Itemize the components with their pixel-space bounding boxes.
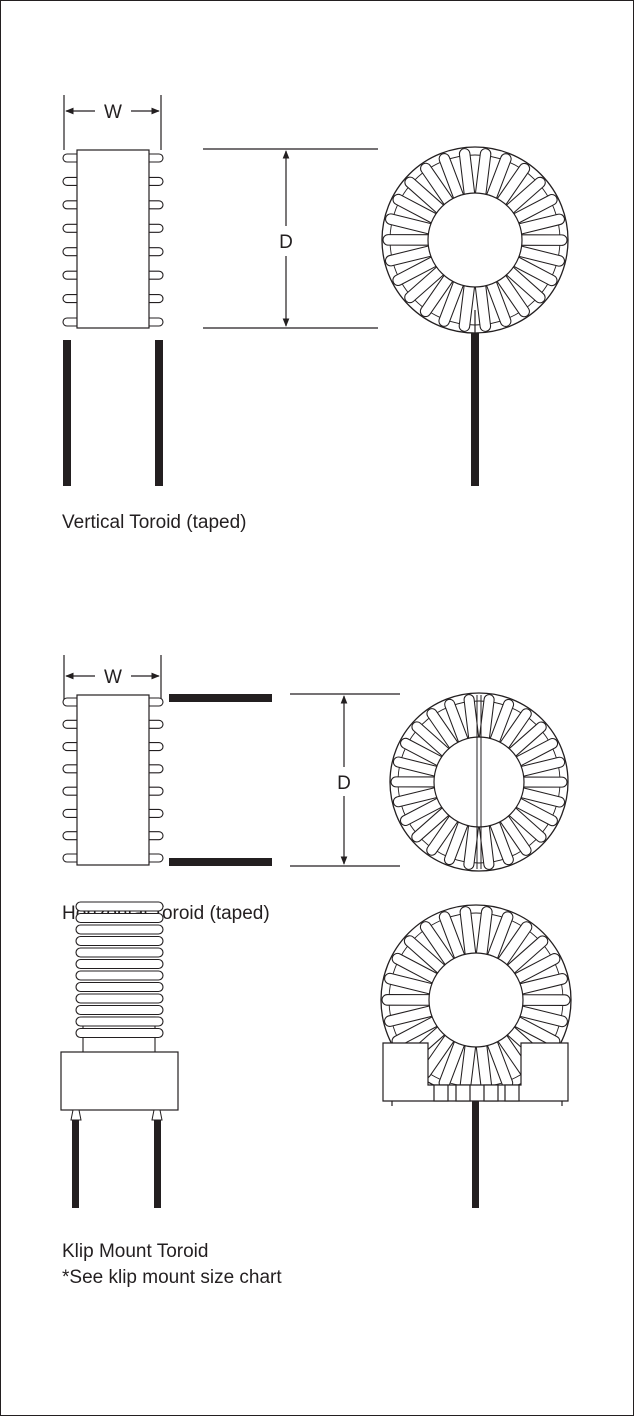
- toroid-front-view: [389, 692, 569, 872]
- lead-left: [72, 1120, 79, 1208]
- lead-bottom: [169, 858, 272, 866]
- lead-top: [169, 694, 272, 702]
- core-inner-edge: [428, 952, 524, 1048]
- winding-turn: [75, 901, 164, 912]
- winding-turn: [75, 1016, 164, 1027]
- width-dimension: [63, 95, 162, 150]
- diameter-dimension: [203, 148, 378, 329]
- caption-line-2: *See klip mount size chart: [62, 1267, 282, 1288]
- winding-turn: [382, 234, 434, 246]
- lead-right: [154, 1120, 161, 1208]
- lead-front: [472, 1101, 479, 1208]
- klip-base-front: [382, 1042, 569, 1106]
- diameter-dimension: [290, 693, 400, 867]
- toroid-front-view: [381, 146, 569, 334]
- klip-base-side: [60, 1051, 179, 1111]
- winding-turn: [75, 912, 164, 924]
- lead-left: [63, 340, 71, 486]
- winding-turn: [75, 1027, 164, 1039]
- winding-turn: [517, 994, 571, 1006]
- diameter-label: D: [279, 232, 293, 253]
- winding-turn: [75, 924, 164, 935]
- winding-turn: [75, 947, 164, 958]
- winding-turn: [75, 993, 164, 1004]
- core-side-view: [76, 694, 150, 866]
- horizontal-toroid: W D Horizontal Toroid (taped): [62, 655, 569, 924]
- winding-turn: [518, 776, 568, 788]
- side-view-windings: [75, 901, 164, 1054]
- width-label: W: [104, 667, 122, 688]
- winding-turn: [516, 234, 568, 246]
- diameter-label: D: [337, 773, 351, 794]
- lead-right: [155, 340, 163, 486]
- winding-turn: [75, 981, 164, 993]
- winding-turn: [75, 935, 164, 947]
- core-side-view: [76, 149, 150, 329]
- core-inner-edge: [427, 192, 523, 288]
- winding-turn: [390, 776, 440, 788]
- caption: Vertical Toroid (taped): [62, 512, 246, 533]
- caption-line-1: Klip Mount Toroid: [62, 1241, 208, 1262]
- width-label: W: [104, 102, 122, 123]
- winding-turn: [75, 958, 164, 970]
- vertical-toroid: W D Vertical Toroid (taped): [62, 95, 569, 533]
- lead-front: [471, 333, 479, 486]
- winding-turn: [75, 1004, 164, 1016]
- width-dimension: [63, 655, 162, 705]
- core-inner-edge: [433, 736, 525, 828]
- winding-turn: [381, 994, 435, 1006]
- winding-turn: [75, 970, 164, 981]
- klip-mount-toroid: Klip Mount Toroid *See klip mount size c…: [60, 901, 572, 1288]
